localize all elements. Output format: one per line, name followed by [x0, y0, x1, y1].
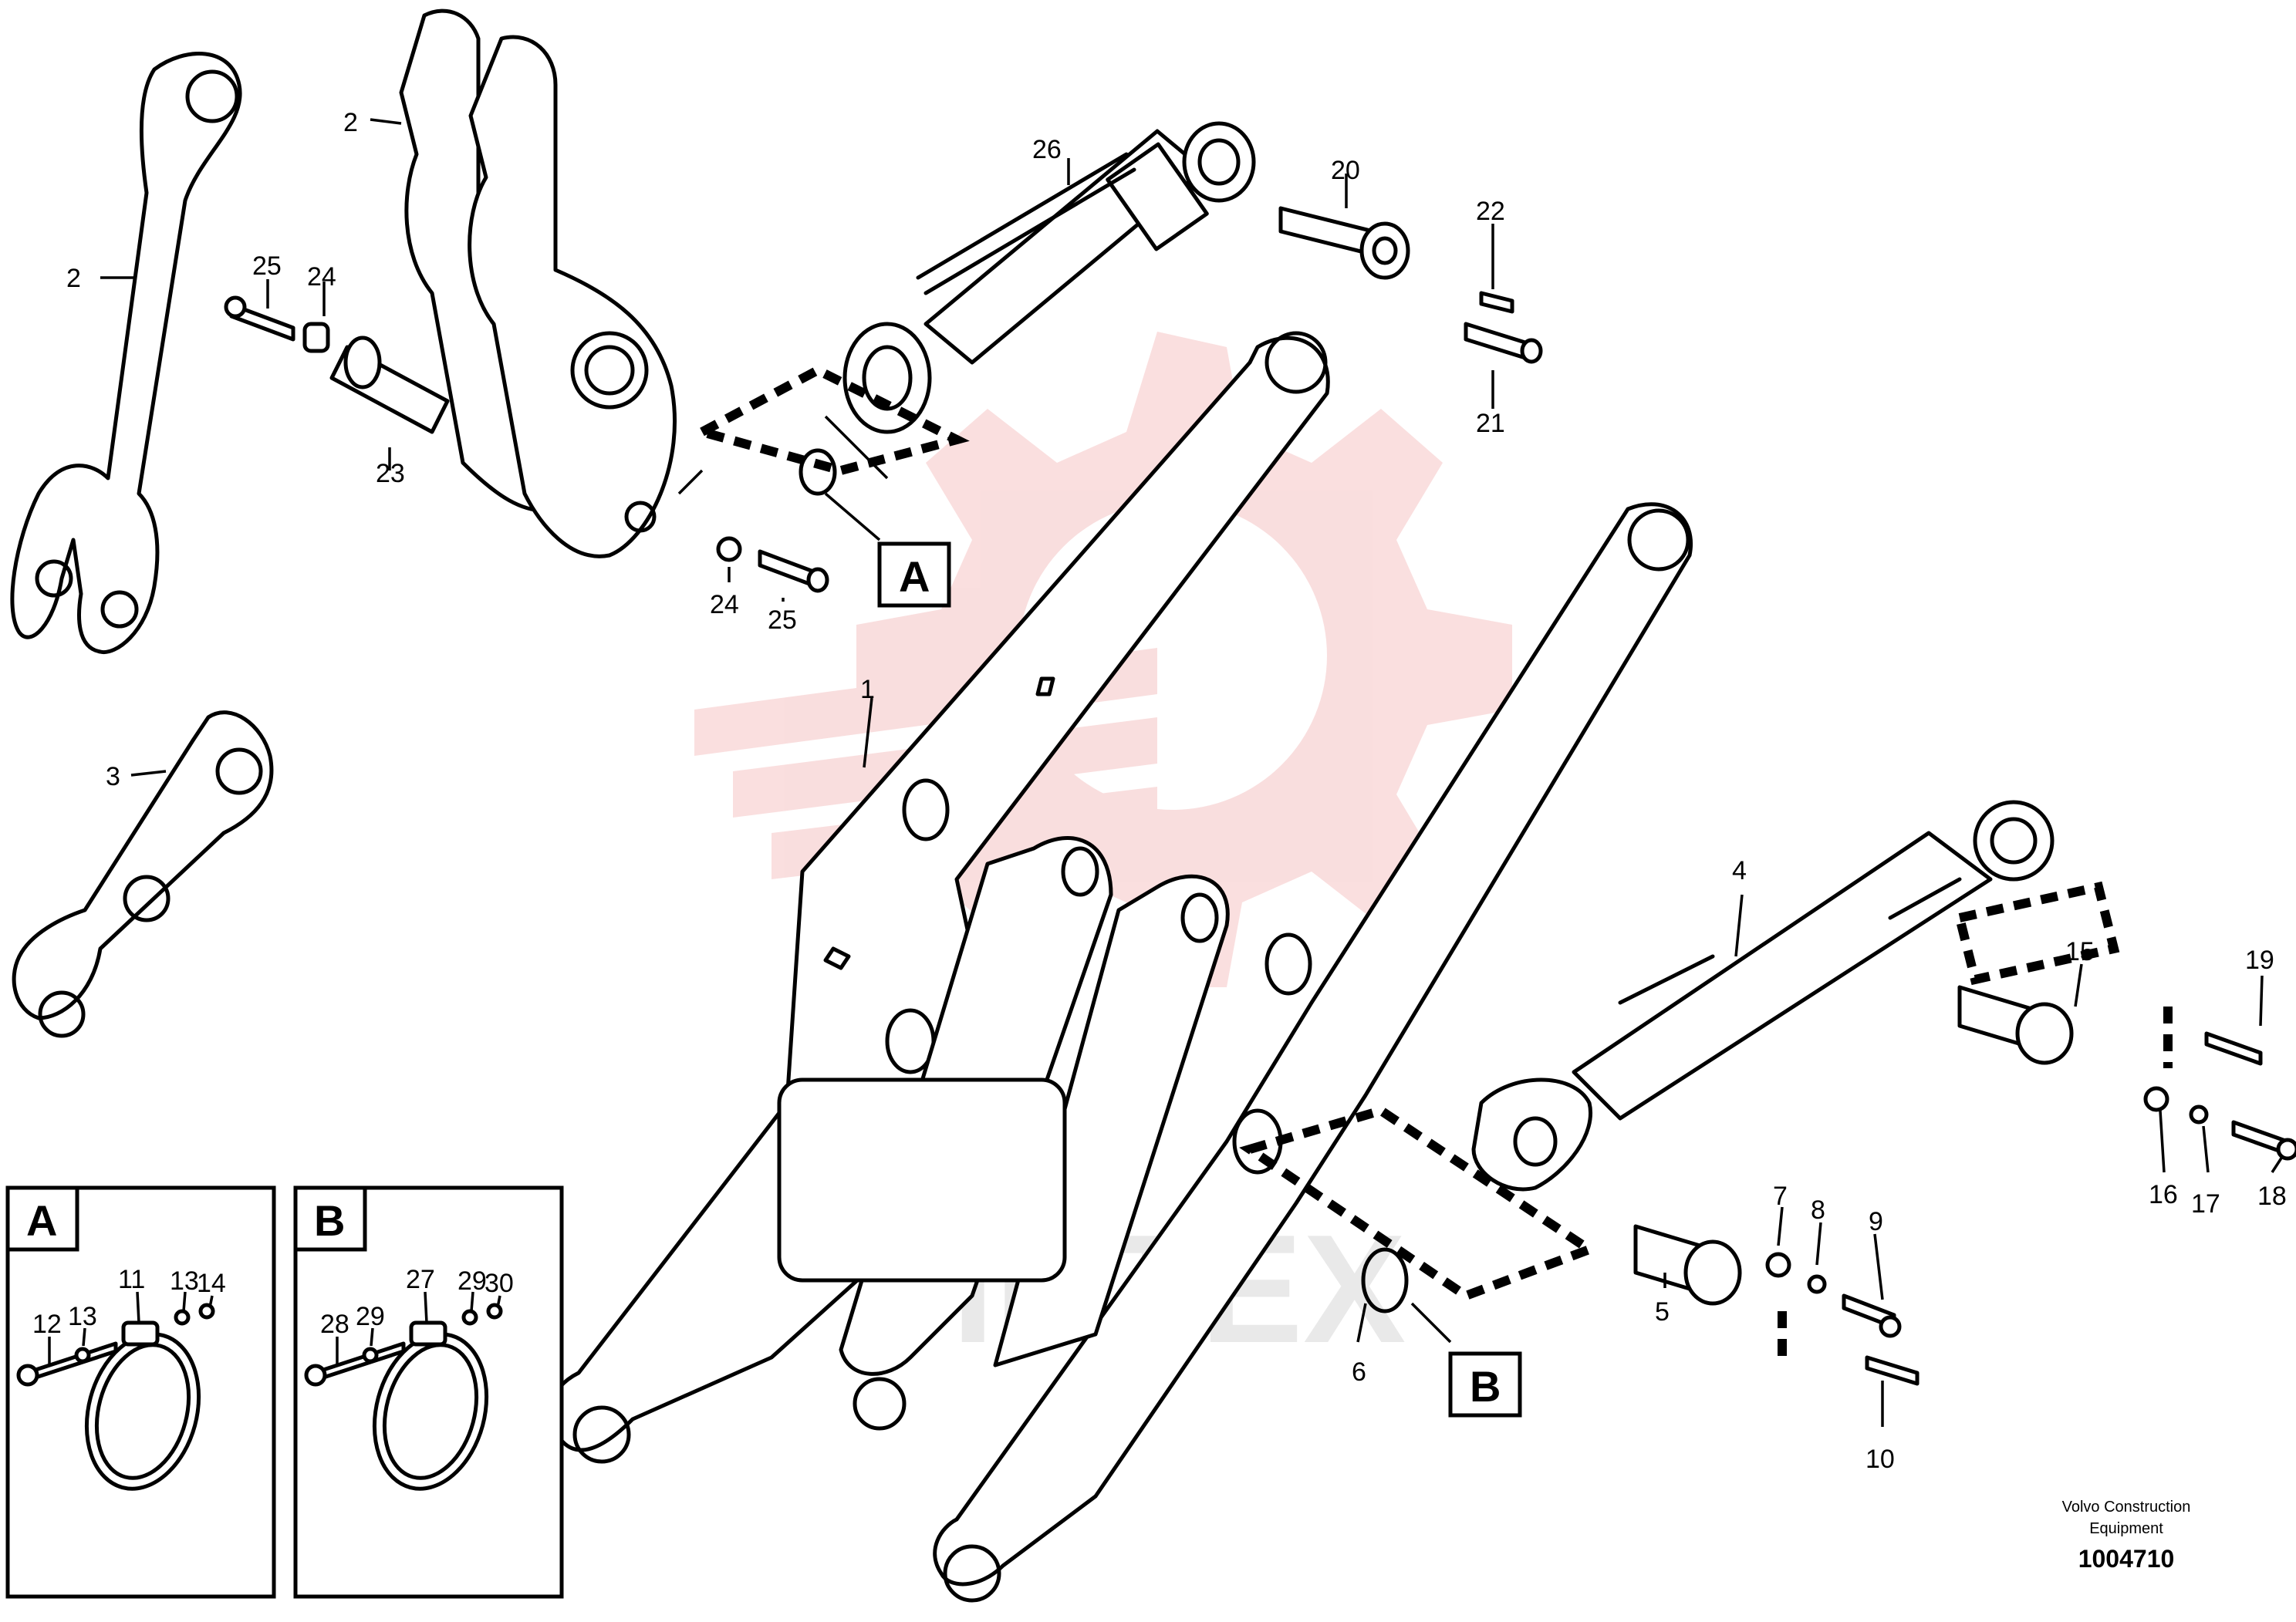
detail-b-letter: B [314, 1196, 345, 1245]
detail-b-label-27: 27 [406, 1265, 435, 1294]
label-16: 16 [2149, 1180, 2178, 1209]
dashed-references [677, 365, 2173, 1357]
label-8: 8 [1811, 1195, 1825, 1225]
link-part-3 [12, 710, 274, 1038]
detail-b-label-29l: 29 [356, 1302, 385, 1331]
label-24a: 24 [307, 262, 336, 292]
callout-a: A [877, 541, 951, 608]
detail-a-label-11: 11 [118, 1265, 145, 1294]
label-19: 19 [2245, 946, 2274, 975]
label-6: 6 [1352, 1357, 1366, 1387]
detail-b-label-30: 30 [485, 1269, 514, 1298]
label-15: 15 [2065, 937, 2095, 966]
label-18: 18 [2257, 1182, 2287, 1211]
label-25b: 25 [768, 605, 797, 635]
label-3: 3 [106, 762, 120, 791]
leader-lines [100, 118, 2284, 1427]
label-24b: 24 [710, 590, 739, 619]
label-7: 7 [1773, 1182, 1788, 1211]
bellcrank-part-2 [399, 8, 677, 558]
label-21: 21 [1476, 409, 1505, 438]
label-5: 5 [1655, 1297, 1670, 1327]
detail-a-label-13r: 13 [170, 1266, 199, 1296]
label-25a: 25 [252, 251, 282, 281]
boom-part-1 [548, 331, 1693, 1603]
brand-line-2: Equipment [2089, 1520, 2163, 1537]
detail-a-label-14: 14 [197, 1269, 226, 1298]
label-1: 1 [860, 675, 875, 704]
detail-b-label-29r: 29 [458, 1266, 487, 1296]
label-2a: 2 [343, 108, 358, 137]
brand-line-1: Volvo Construction [2062, 1499, 2191, 1516]
cylinder-part-4 [1471, 800, 2055, 1192]
part-labels: 2 2 3 1 26 20 22 21 25 24 23 24 25 4 5 6… [66, 108, 2287, 1474]
detail-a-letter: A [26, 1196, 57, 1245]
label-17: 17 [2191, 1189, 2220, 1219]
pins-and-fasteners [224, 206, 2296, 1386]
label-4: 4 [1732, 856, 1747, 885]
svg-text:B: B [1470, 1362, 1501, 1411]
drawing-footer: Volvo Construction Equipment 1004710 [2062, 1499, 2191, 1573]
link-part-2 [10, 52, 242, 655]
detail-a-label-13l: 13 [68, 1302, 97, 1331]
drawing-number: 1004710 [2078, 1545, 2175, 1573]
label-2b: 2 [66, 264, 81, 293]
detail-a-label-12: 12 [32, 1310, 62, 1339]
callout-b: B [1448, 1351, 1522, 1418]
detail-b: B 30 29 27 29 28 [293, 1185, 564, 1599]
label-26: 26 [1032, 135, 1062, 164]
label-22: 22 [1476, 197, 1505, 226]
label-23: 23 [376, 459, 405, 488]
detail-b-label-28: 28 [320, 1310, 349, 1339]
svg-text:A: A [899, 552, 930, 601]
label-10: 10 [1866, 1445, 1895, 1474]
detail-a: A 14 13 11 13 12 [5, 1185, 276, 1599]
label-20: 20 [1331, 156, 1360, 185]
label-9: 9 [1869, 1207, 1883, 1236]
